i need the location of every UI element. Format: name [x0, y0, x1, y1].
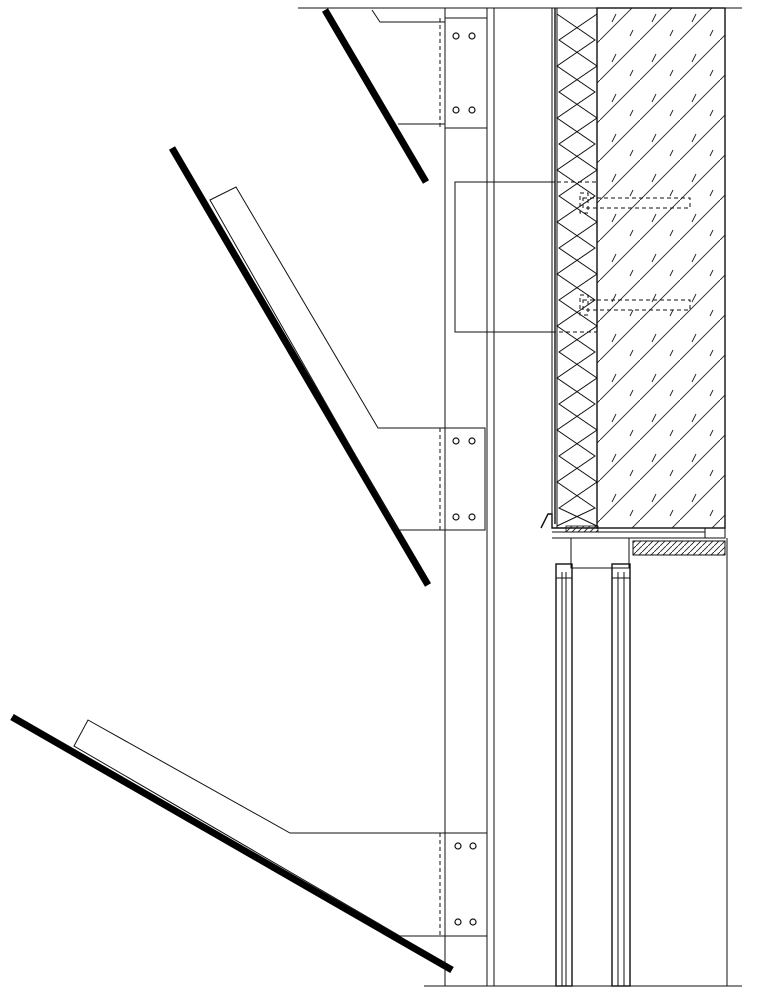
bracket-bottom: [439, 832, 488, 937]
mounting-plate-middle: [454, 181, 556, 333]
bracket-top: [439, 17, 488, 129]
louver-blade-bottom: [10, 713, 488, 974]
concrete-wall: [596, 7, 726, 529]
louver-blade-top: [321, 8, 488, 184]
louver-blade-middle: [168, 146, 486, 587]
wall-section: [486, 7, 726, 529]
wall-anchors: [579, 192, 691, 316]
insulation-layer: [556, 7, 598, 529]
bracket-middle: [439, 427, 486, 531]
window-frame: [555, 537, 728, 987]
